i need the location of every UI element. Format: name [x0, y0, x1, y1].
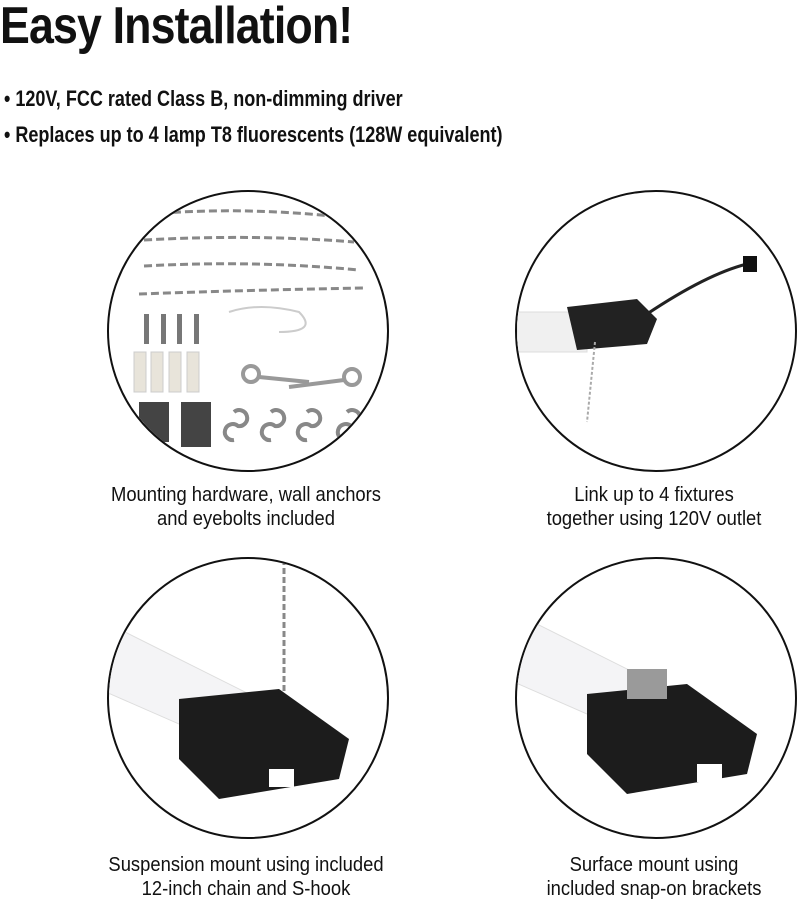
hardware-image	[107, 190, 389, 472]
caption-line: Mounting hardware, wall anchors	[110, 484, 382, 506]
caption-hardware: Mounting hardware, wall anchors and eyeb…	[80, 483, 411, 531]
caption-line: included snap-on brackets	[546, 878, 762, 900]
caption-linking: Link up to 4 fixtures together using 120…	[488, 483, 798, 531]
bullet-driver: • 120V, FCC rated Class B, non-dimming d…	[4, 86, 403, 111]
suspension-image	[107, 557, 389, 839]
caption-line: together using 120V outlet	[546, 508, 762, 530]
surface-image	[515, 557, 797, 839]
linking-image	[515, 190, 797, 472]
caption-line: Surface mount using	[569, 854, 739, 876]
caption-line: 12-inch chain and S-hook	[141, 878, 351, 900]
caption-suspension: Suspension mount using included 12-inch …	[80, 853, 411, 901]
caption-line: and eyebolts included	[156, 508, 335, 530]
caption-surface: Surface mount using included snap-on bra…	[488, 853, 798, 901]
caption-line: Link up to 4 fixtures	[574, 484, 734, 506]
caption-line: Suspension mount using included	[108, 854, 384, 876]
bullet-replaces: • Replaces up to 4 lamp T8 fluorescents …	[4, 122, 503, 147]
page-title: Easy Installation!	[0, 0, 353, 55]
